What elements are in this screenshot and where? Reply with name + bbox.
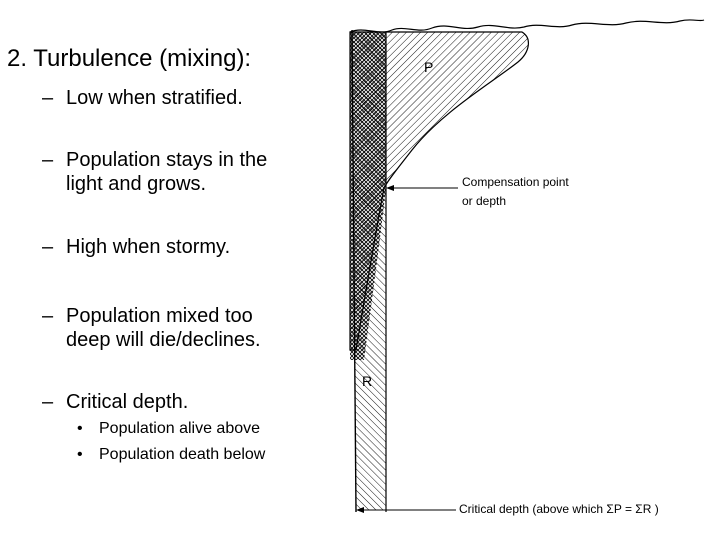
compensation-label-line1: Compensation point xyxy=(462,175,569,189)
critical-depth-diagram: P R Compensation point or depth Critical… xyxy=(349,19,705,516)
bullet-text: deep will die/declines. xyxy=(66,329,261,351)
bullet-dash: – xyxy=(42,305,54,327)
sub-bullet-text: Population alive above xyxy=(99,420,261,437)
sub-bullet-text: Population death below xyxy=(99,446,266,463)
sub-bullet-dot: • xyxy=(77,446,83,463)
bullet-dash: – xyxy=(42,236,54,258)
bullet-text: High when stormy. xyxy=(66,236,231,258)
bullet-dash: – xyxy=(42,391,54,413)
depth-axis xyxy=(351,29,357,513)
overlap-region xyxy=(350,32,386,360)
bullet-text: Population stays in the xyxy=(66,149,268,171)
label-r: R xyxy=(362,373,372,389)
slide-text: 2. Turbulence (mixing): – Low when strat… xyxy=(0,0,305,540)
bullet-text: light and grows. xyxy=(66,173,207,195)
sub-bullet-dot: • xyxy=(77,420,83,437)
bullet-text: Critical depth. xyxy=(66,391,189,413)
slide-heading: 2. Turbulence (mixing): xyxy=(7,45,252,72)
bullet-dash: – xyxy=(42,149,54,171)
bullet-text: Low when stratified. xyxy=(66,87,243,109)
bullet-dash: – xyxy=(42,87,54,109)
water-surface xyxy=(349,19,705,33)
compensation-label-line2: or depth xyxy=(462,194,506,208)
label-p: P xyxy=(424,59,433,75)
critical-depth-label: Critical depth (above which ΣP = ΣR ) xyxy=(459,502,659,516)
critical-depth-arrowhead xyxy=(356,507,364,513)
bullet-text: Population mixed too xyxy=(66,305,253,327)
compensation-arrowhead xyxy=(386,185,394,191)
